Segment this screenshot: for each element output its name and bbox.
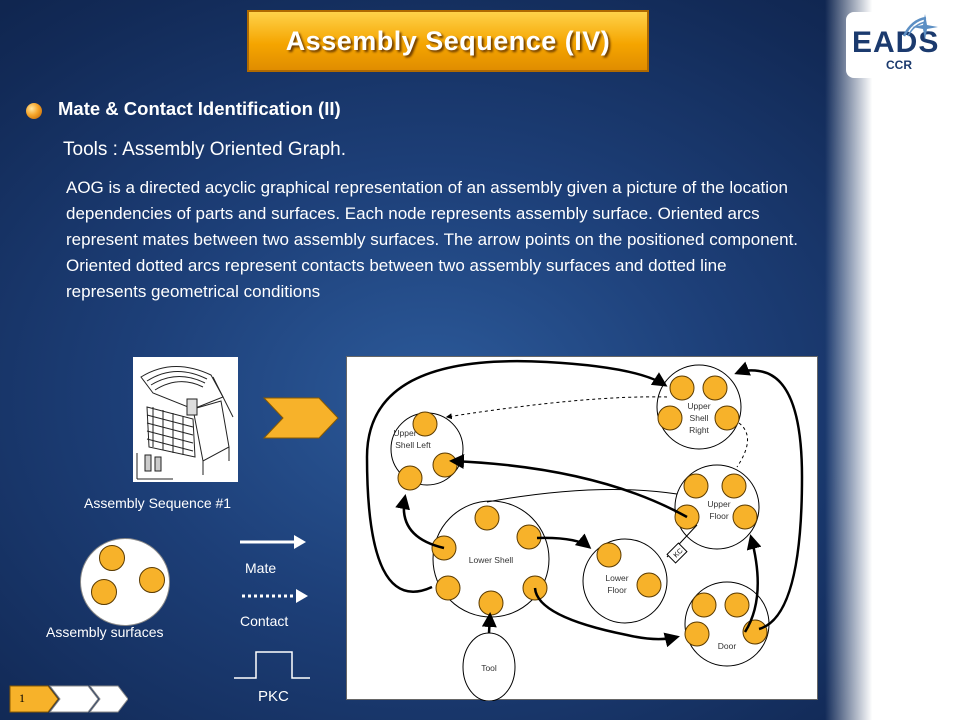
label-upper-floor-2: Floor: [709, 511, 729, 521]
pkc-label: PKC: [258, 688, 289, 705]
aog-graph: KC Upper Shell Right Upper Shell Left Up…: [365, 359, 804, 702]
surface-dot: [99, 545, 125, 571]
mate-label: Mate: [245, 560, 277, 576]
label-upper-shell-right-2: Shell: [690, 413, 709, 423]
surfaces-label: Assembly surfaces: [46, 624, 164, 640]
legend-surface-node: [80, 538, 170, 626]
contact-label: Contact: [240, 613, 289, 629]
page-number-bar: [9, 685, 128, 713]
label-lower-floor-1: Lower: [605, 573, 628, 583]
surface-dot: [91, 579, 117, 605]
figure-caption: Assembly Sequence #1: [84, 495, 232, 511]
mate-arrow-icon: [240, 535, 306, 549]
label-tool: Tool: [481, 663, 497, 673]
label-lower-floor-2: Floor: [607, 585, 627, 595]
label-lower-shell: Lower Shell: [469, 555, 514, 565]
bullet-icon: [26, 103, 42, 119]
contact-arrow-icon: [242, 589, 308, 603]
kc-label: KC: [673, 548, 685, 560]
section-subheading: Tools : Assembly Oriented Graph.: [63, 139, 347, 160]
title-banner: Assembly Sequence (IV): [247, 10, 649, 72]
section-heading: Mate & Contact Identification (II): [58, 98, 341, 119]
swoosh-icon: [902, 16, 927, 37]
pkc-symbol-icon: [234, 651, 310, 679]
aog-diagram: KC Upper Shell Right Upper Shell Left Up…: [346, 356, 818, 702]
page-number: 1: [19, 691, 25, 705]
label-door: Door: [718, 641, 737, 651]
description-paragraph: AOG is a directed acyclic graphical repr…: [66, 178, 799, 301]
slide-title: Assembly Sequence (IV): [285, 25, 611, 56]
logo-subtext: CCR: [886, 58, 912, 72]
eads-logo: EADS CCR: [846, 12, 942, 78]
assembly-illustration: [133, 357, 238, 482]
surface-dot: [139, 567, 165, 593]
label-upper-floor-1: Upper: [707, 499, 730, 509]
label-upper-shell-left-1: Upper: [393, 428, 416, 438]
arrow-icon: [263, 397, 339, 439]
label-upper-shell-right-1: Upper: [687, 401, 710, 411]
label-upper-shell-right-3: Right: [689, 425, 709, 435]
logo-strip: [825, 0, 960, 720]
label-upper-shell-left-2: Shell Left: [395, 440, 431, 450]
star-icon: [912, 14, 938, 40]
